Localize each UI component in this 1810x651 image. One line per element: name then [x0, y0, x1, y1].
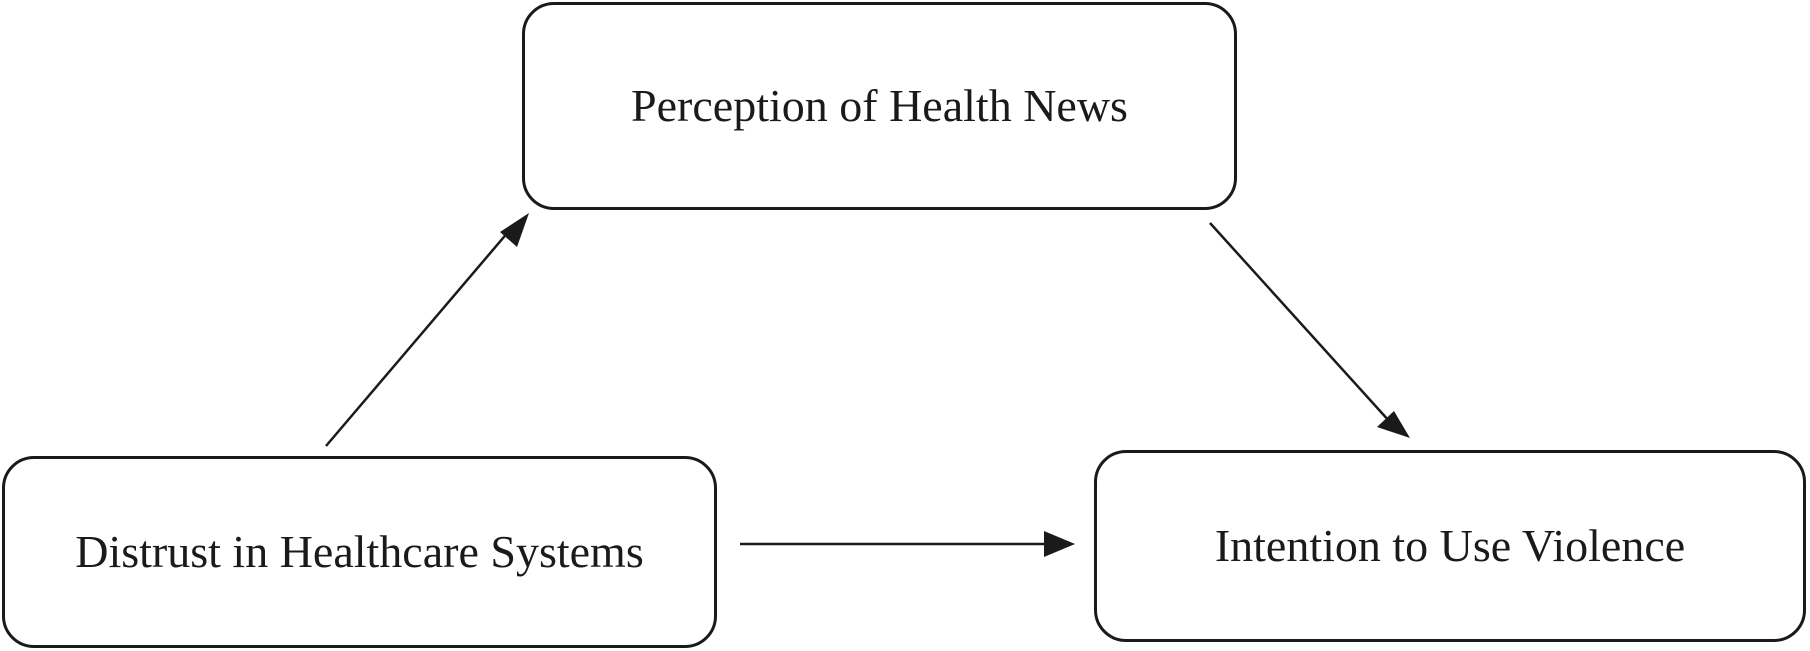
edge-distrust-to-intention: [740, 531, 1075, 557]
node-label-predictor: Distrust in Healthcare Systems: [75, 526, 644, 577]
edge-perception-to-intention: [1209, 222, 1410, 438]
arrowhead-perception-to-intention: [1377, 411, 1410, 438]
node-perception-of-health-news: Perception of Health News: [522, 2, 1237, 210]
edge-line-distrust-to-perception: [325, 230, 510, 447]
arrowhead-distrust-to-intention: [1044, 531, 1075, 557]
node-intention-to-use-violence: Intention to Use Violence: [1094, 450, 1806, 642]
node-distrust-in-healthcare-systems: Distrust in Healthcare Systems: [2, 456, 717, 648]
node-label-outcome: Intention to Use Violence: [1214, 520, 1686, 571]
edge-distrust-to-perception: [325, 213, 529, 447]
arrowhead-distrust-to-perception: [500, 213, 529, 247]
node-label-mediator: Perception of Health News: [631, 80, 1128, 131]
edge-line-perception-to-intention: [1209, 222, 1391, 423]
